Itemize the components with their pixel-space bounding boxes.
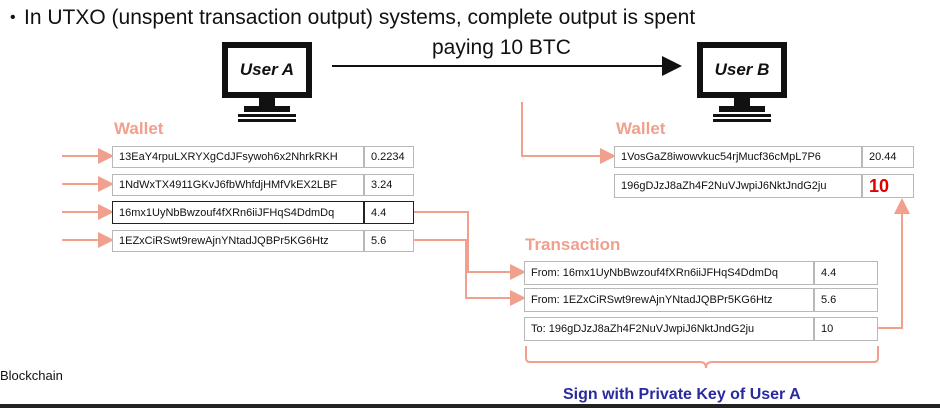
user-b-computer-icon: User B (697, 42, 787, 124)
output-link (878, 198, 910, 329)
wallet-a-address: 1EZxCiRSwt9rewAjnYNtadJQBPr5KG6Htz (112, 230, 364, 252)
wallet-a-title: Wallet (114, 119, 164, 138)
transaction-from-amount: 4.4 (814, 261, 878, 285)
bottom-bar (0, 404, 940, 408)
transaction-title: Transaction (525, 235, 621, 254)
paying-label: paying 10 BTC (432, 36, 571, 59)
transaction-from-amount: 5.6 (814, 288, 878, 312)
transaction-from: From: 1EZxCiRSwt9rewAjnYNtadJQBPr5KG6Htz (524, 288, 814, 312)
transaction-from: From: 16mx1UyNbBwzouf4fXRn6iiJFHqS4DdmDq (524, 261, 814, 285)
wallet-a-address: 1NdWxTX4911GKvJ6fbWhfdjHMfVkEX2LBF (112, 174, 364, 196)
wallet-b-amount: 20.44 (862, 146, 914, 168)
footer-label: Blockchain (0, 368, 63, 383)
wallet-a-amount: 0.2234 (364, 146, 414, 168)
wallet-a-amount: 5.6 (364, 230, 414, 252)
user-b-label: User B (714, 60, 770, 79)
user-a-label: User A (239, 60, 295, 79)
spend-link-2 (414, 239, 526, 306)
wallet-b-address-new: 196gDJzJ8aZh4F2NuVJwpiJ6NktJndG2ju (614, 174, 862, 198)
bullet-text: •In UTXO (unspent transaction output) sy… (10, 6, 696, 29)
wallet-b-title: Wallet (616, 119, 666, 138)
user-a-computer-icon: User A (222, 42, 312, 124)
wallet-a-amount: 3.24 (364, 174, 414, 196)
wallet-a-address: 13EaY4rpuLXRYXgCdJFsywoh6x2NhrkRKH (112, 146, 364, 168)
transaction-to: To: 196gDJzJ8aZh4F2NuVJwpiJ6NktJndG2ju (524, 317, 814, 341)
transaction-brace (525, 346, 879, 369)
received-amount: 10 (869, 175, 890, 196)
wallet-b-amount-new: 10 (862, 174, 914, 198)
wallet-a-address-spent: 16mx1UyNbBwzouf4fXRn6iiJFHqS4DdmDq (112, 201, 364, 224)
wallet-b-input-arrow (521, 102, 616, 164)
spend-link-1 (414, 211, 526, 280)
wallet-a-amount-spent: 4.4 (364, 201, 414, 224)
wallet-b-address: 1VosGaZ8iwowvkuc54rjMucf36cMpL7P6 (614, 146, 862, 168)
sign-caption: Sign with Private Key of User A (563, 386, 801, 403)
transaction-to-amount: 10 (814, 317, 878, 341)
